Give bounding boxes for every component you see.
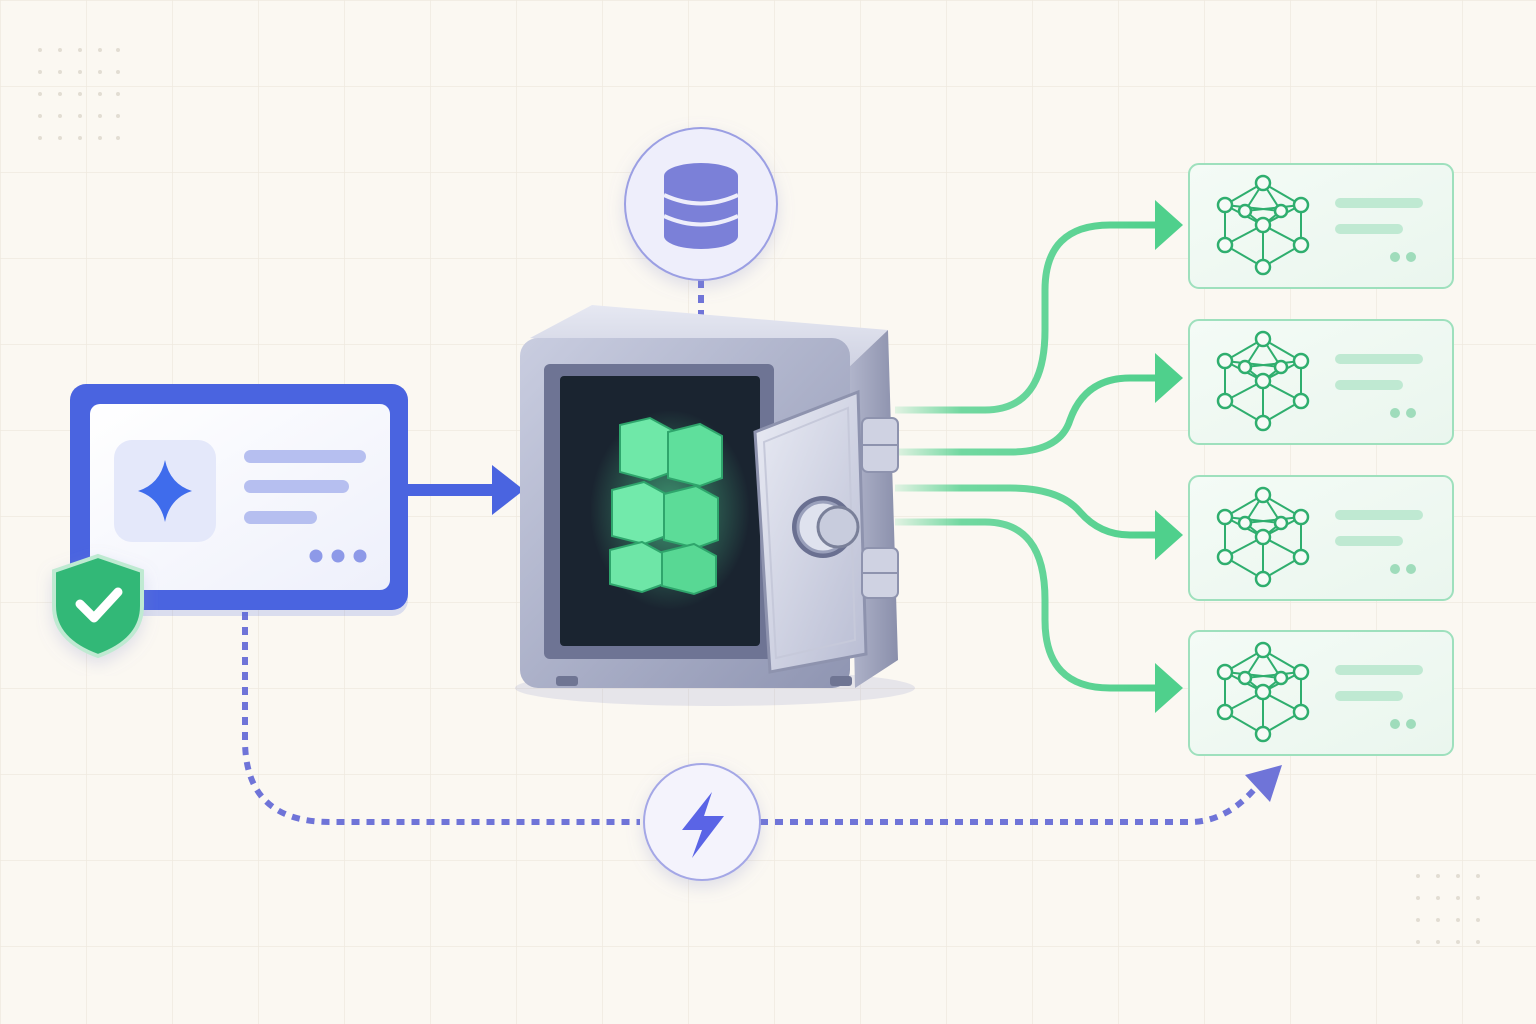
card-text-line [1335,691,1403,701]
app-text-line [244,450,366,463]
source-app-window[interactable] [70,384,408,616]
dashed-trigger-connector [242,612,1265,825]
card-more-dots[interactable] [1390,719,1416,729]
sparkle-icon [138,460,192,522]
more-dots-icon[interactable] [309,549,367,563]
card-more-dots[interactable] [1390,252,1416,262]
lightning-bolt-icon [682,792,724,858]
app-text-line [244,480,349,493]
model-card[interactable] [1188,630,1454,756]
model-card[interactable] [1188,475,1454,601]
model-card[interactable] [1188,163,1454,289]
database-icon [663,163,739,249]
combination-dial [792,496,860,558]
card-text-line [1335,354,1423,364]
card-text-line [1335,665,1423,675]
card-text-line [1335,510,1423,520]
stacked-data-blocks [609,416,723,596]
decorative-dot-grid-bottom-right [1416,874,1480,944]
app-to-vault-arrow [405,465,524,515]
model-card[interactable] [1188,319,1454,445]
app-text-line [244,511,317,524]
green-output-flows [895,221,1160,692]
safe-vault-icon [515,305,915,706]
shield-check-icon [52,553,144,659]
card-text-line [1335,224,1403,234]
card-text-line [1335,380,1403,390]
green-arrowheads [1155,200,1183,713]
card-more-dots[interactable] [1390,408,1416,418]
card-text-line [1335,198,1423,208]
safe-hinges [861,417,899,599]
card-text-line [1335,536,1403,546]
dashed-arrowhead [1245,765,1282,802]
decorative-dot-grid-top-left [38,48,120,140]
card-more-dots[interactable] [1390,564,1416,574]
